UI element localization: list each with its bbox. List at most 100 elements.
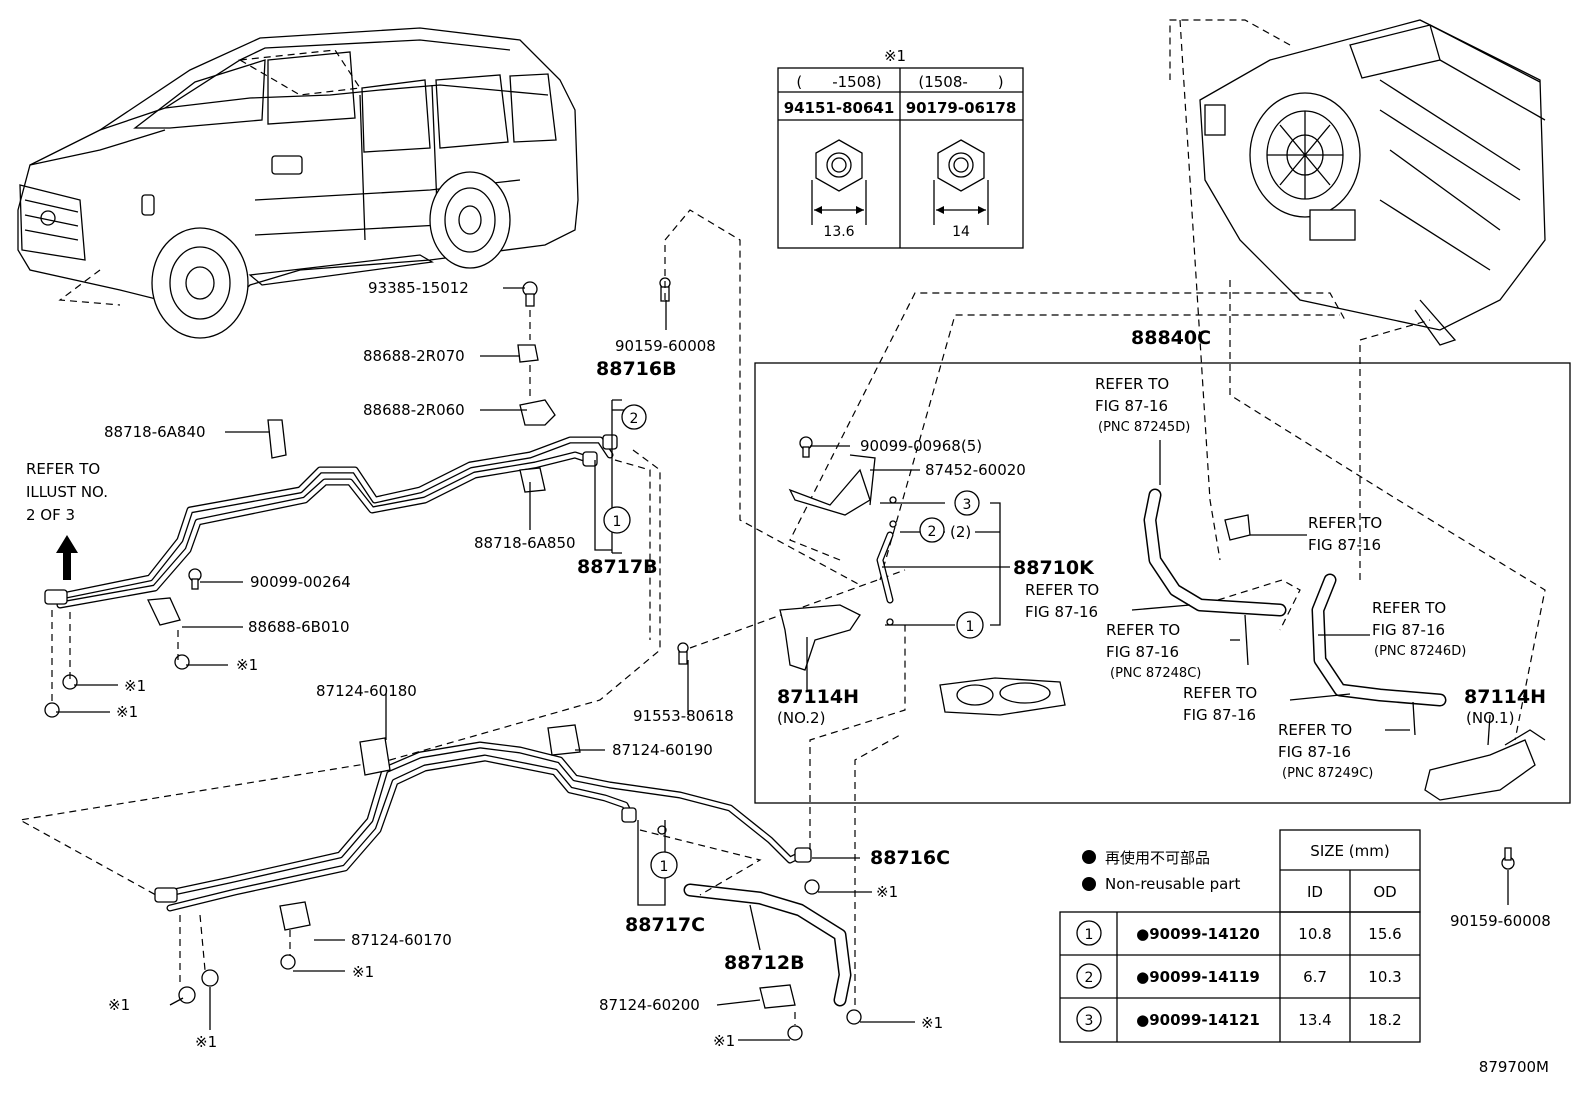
upper-pipe-assembly bbox=[18, 209, 906, 901]
lower-pipe-assembly bbox=[154, 620, 906, 1041]
od-header: OD bbox=[1373, 883, 1396, 901]
callout-2 bbox=[919, 517, 945, 543]
label-87124-60170: 87124-60170 bbox=[351, 931, 452, 949]
ref-a-line2: FIG 87-16 bbox=[1095, 397, 1168, 415]
figure-code: 879700M bbox=[1479, 1058, 1549, 1076]
up-arrow-icon bbox=[56, 535, 78, 580]
vehicle-illustration bbox=[17, 27, 579, 339]
rear-unit-box bbox=[754, 19, 1571, 870]
ref-b-line2: FIG 87-16 bbox=[1308, 536, 1381, 554]
nut-table-title: ※1 bbox=[884, 47, 906, 65]
hvac-unit-illustration bbox=[1169, 19, 1546, 346]
label-88710k: 88710K bbox=[1013, 557, 1095, 579]
callout-1 bbox=[956, 611, 984, 639]
filled-dot-icon bbox=[1082, 877, 1096, 891]
label-87124-60200: 87124-60200 bbox=[599, 996, 700, 1014]
legend-jp: 再使用不可部品 bbox=[1105, 849, 1210, 867]
label-88840c: 88840C bbox=[1131, 327, 1211, 349]
row1-od: 15.6 bbox=[1368, 925, 1401, 943]
ref-c-line1: REFER TO bbox=[1025, 581, 1099, 599]
label-star1: ※1 bbox=[195, 1033, 217, 1051]
label-star1: ※1 bbox=[124, 677, 146, 695]
ref-e-line1: REFER TO bbox=[1372, 599, 1446, 617]
ref-a-line3: (PNC 87245D) bbox=[1098, 420, 1190, 435]
oring-table: 再使用不可部品 Non-reusable part SIZE (mm) ID O… bbox=[1059, 829, 1421, 1043]
row3-od: 18.2 bbox=[1368, 1011, 1401, 1029]
part-labels: 93385-15012 88688-2R070 88688-2R060 8871… bbox=[26, 279, 1551, 1076]
leader-lines bbox=[56, 287, 1509, 1041]
label-refer-illust-line2: ILLUST NO. bbox=[26, 483, 108, 501]
callout-2 bbox=[621, 404, 647, 430]
svg-text:3: 3 bbox=[963, 497, 972, 513]
hex-nut-icon bbox=[815, 139, 863, 192]
label-star1: ※1 bbox=[116, 703, 138, 721]
row3-num: 3 bbox=[1085, 1013, 1094, 1029]
nut-col1-part: 94151-80641 bbox=[784, 99, 895, 117]
label-87124-60190: 87124-60190 bbox=[612, 741, 713, 759]
label-star1: ※1 bbox=[713, 1032, 735, 1050]
label-88688-6b010: 88688-6B010 bbox=[248, 618, 350, 636]
callout-circles: 2 1 1 3 2 1 bbox=[603, 404, 984, 879]
label-90099-00264: 90099-00264 bbox=[250, 573, 351, 591]
nut-col1-range: ( -1508) bbox=[796, 73, 881, 91]
svg-text:1: 1 bbox=[660, 859, 669, 875]
label-90159-60008-right: 90159-60008 bbox=[1450, 912, 1551, 930]
nut-col2-part: 90179-06178 bbox=[906, 99, 1017, 117]
callout-1 bbox=[650, 851, 678, 879]
row3-part: ●90099-14121 bbox=[1136, 1011, 1260, 1029]
label-87114h-no1-sub: (NO.1) bbox=[1466, 709, 1514, 727]
id-header: ID bbox=[1307, 883, 1323, 901]
ref-f-line2: FIG 87-16 bbox=[1183, 706, 1256, 724]
label-star1: ※1 bbox=[921, 1014, 943, 1032]
filled-dot-icon bbox=[1082, 850, 1096, 864]
row1-num: 1 bbox=[1085, 927, 1094, 943]
svg-text:2: 2 bbox=[630, 411, 639, 427]
label-88717c: 88717C bbox=[625, 914, 705, 936]
label-star1: ※1 bbox=[108, 996, 130, 1014]
ref-g-line2: FIG 87-16 bbox=[1278, 743, 1351, 761]
label-88712b: 88712B bbox=[724, 952, 805, 974]
svg-text:1: 1 bbox=[966, 619, 975, 635]
row2-num: 2 bbox=[1085, 970, 1094, 986]
label-87124-60180: 87124-60180 bbox=[316, 682, 417, 700]
label-87114h-no2: 87114H bbox=[777, 686, 859, 708]
ref-g-line3: (PNC 87249C) bbox=[1282, 766, 1373, 781]
ref-g-line1: REFER TO bbox=[1278, 721, 1352, 739]
label-87114h-no1: 87114H bbox=[1464, 686, 1546, 708]
row2-part: ●90099-14119 bbox=[1136, 968, 1260, 986]
label-88716b: 88716B bbox=[596, 358, 677, 380]
label-88718-6a850: 88718-6A850 bbox=[474, 534, 576, 552]
label-refer-illust-line1: REFER TO bbox=[26, 460, 100, 478]
size-header: SIZE (mm) bbox=[1310, 842, 1389, 860]
label-87114h-no2-sub: (NO.2) bbox=[777, 709, 825, 727]
label-87452-60020: 87452-60020 bbox=[925, 461, 1026, 479]
ref-d-line1: REFER TO bbox=[1106, 621, 1180, 639]
row3-id: 13.4 bbox=[1298, 1011, 1331, 1029]
label-88716c: 88716C bbox=[870, 847, 950, 869]
label-star1: ※1 bbox=[236, 656, 258, 674]
ref-d-line3: (PNC 87248C) bbox=[1110, 666, 1201, 681]
label-star1: ※1 bbox=[352, 963, 374, 981]
label-88688-2r060: 88688-2R060 bbox=[363, 401, 465, 419]
row2-od: 10.3 bbox=[1368, 968, 1401, 986]
ref-e-line2: FIG 87-16 bbox=[1372, 621, 1445, 639]
nut-table: ※1 ( -1508) (1508- ) 94151-80641 90179-0… bbox=[777, 47, 1024, 249]
ref-f-line1: REFER TO bbox=[1183, 684, 1257, 702]
label-90159-60008-top: 90159-60008 bbox=[615, 337, 716, 355]
legend-en: Non-reusable part bbox=[1105, 875, 1240, 893]
label-qty-2: (2) bbox=[950, 523, 971, 541]
label-star1: ※1 bbox=[876, 883, 898, 901]
hex-nut-icon bbox=[937, 139, 985, 192]
ref-b-line1: REFER TO bbox=[1308, 514, 1382, 532]
ref-e-line3: (PNC 87246D) bbox=[1374, 644, 1466, 659]
ref-c-line2: FIG 87-16 bbox=[1025, 603, 1098, 621]
nut-col1-size: 13.6 bbox=[823, 224, 854, 240]
label-91553-80618: 91553-80618 bbox=[633, 707, 734, 725]
row1-part: ●90099-14120 bbox=[1136, 925, 1260, 943]
callout-3 bbox=[954, 490, 980, 516]
callout-1 bbox=[603, 506, 631, 534]
svg-text:2: 2 bbox=[928, 524, 937, 540]
svg-text:1: 1 bbox=[613, 514, 622, 530]
label-90099-00968: 90099-00968(5) bbox=[860, 437, 982, 455]
